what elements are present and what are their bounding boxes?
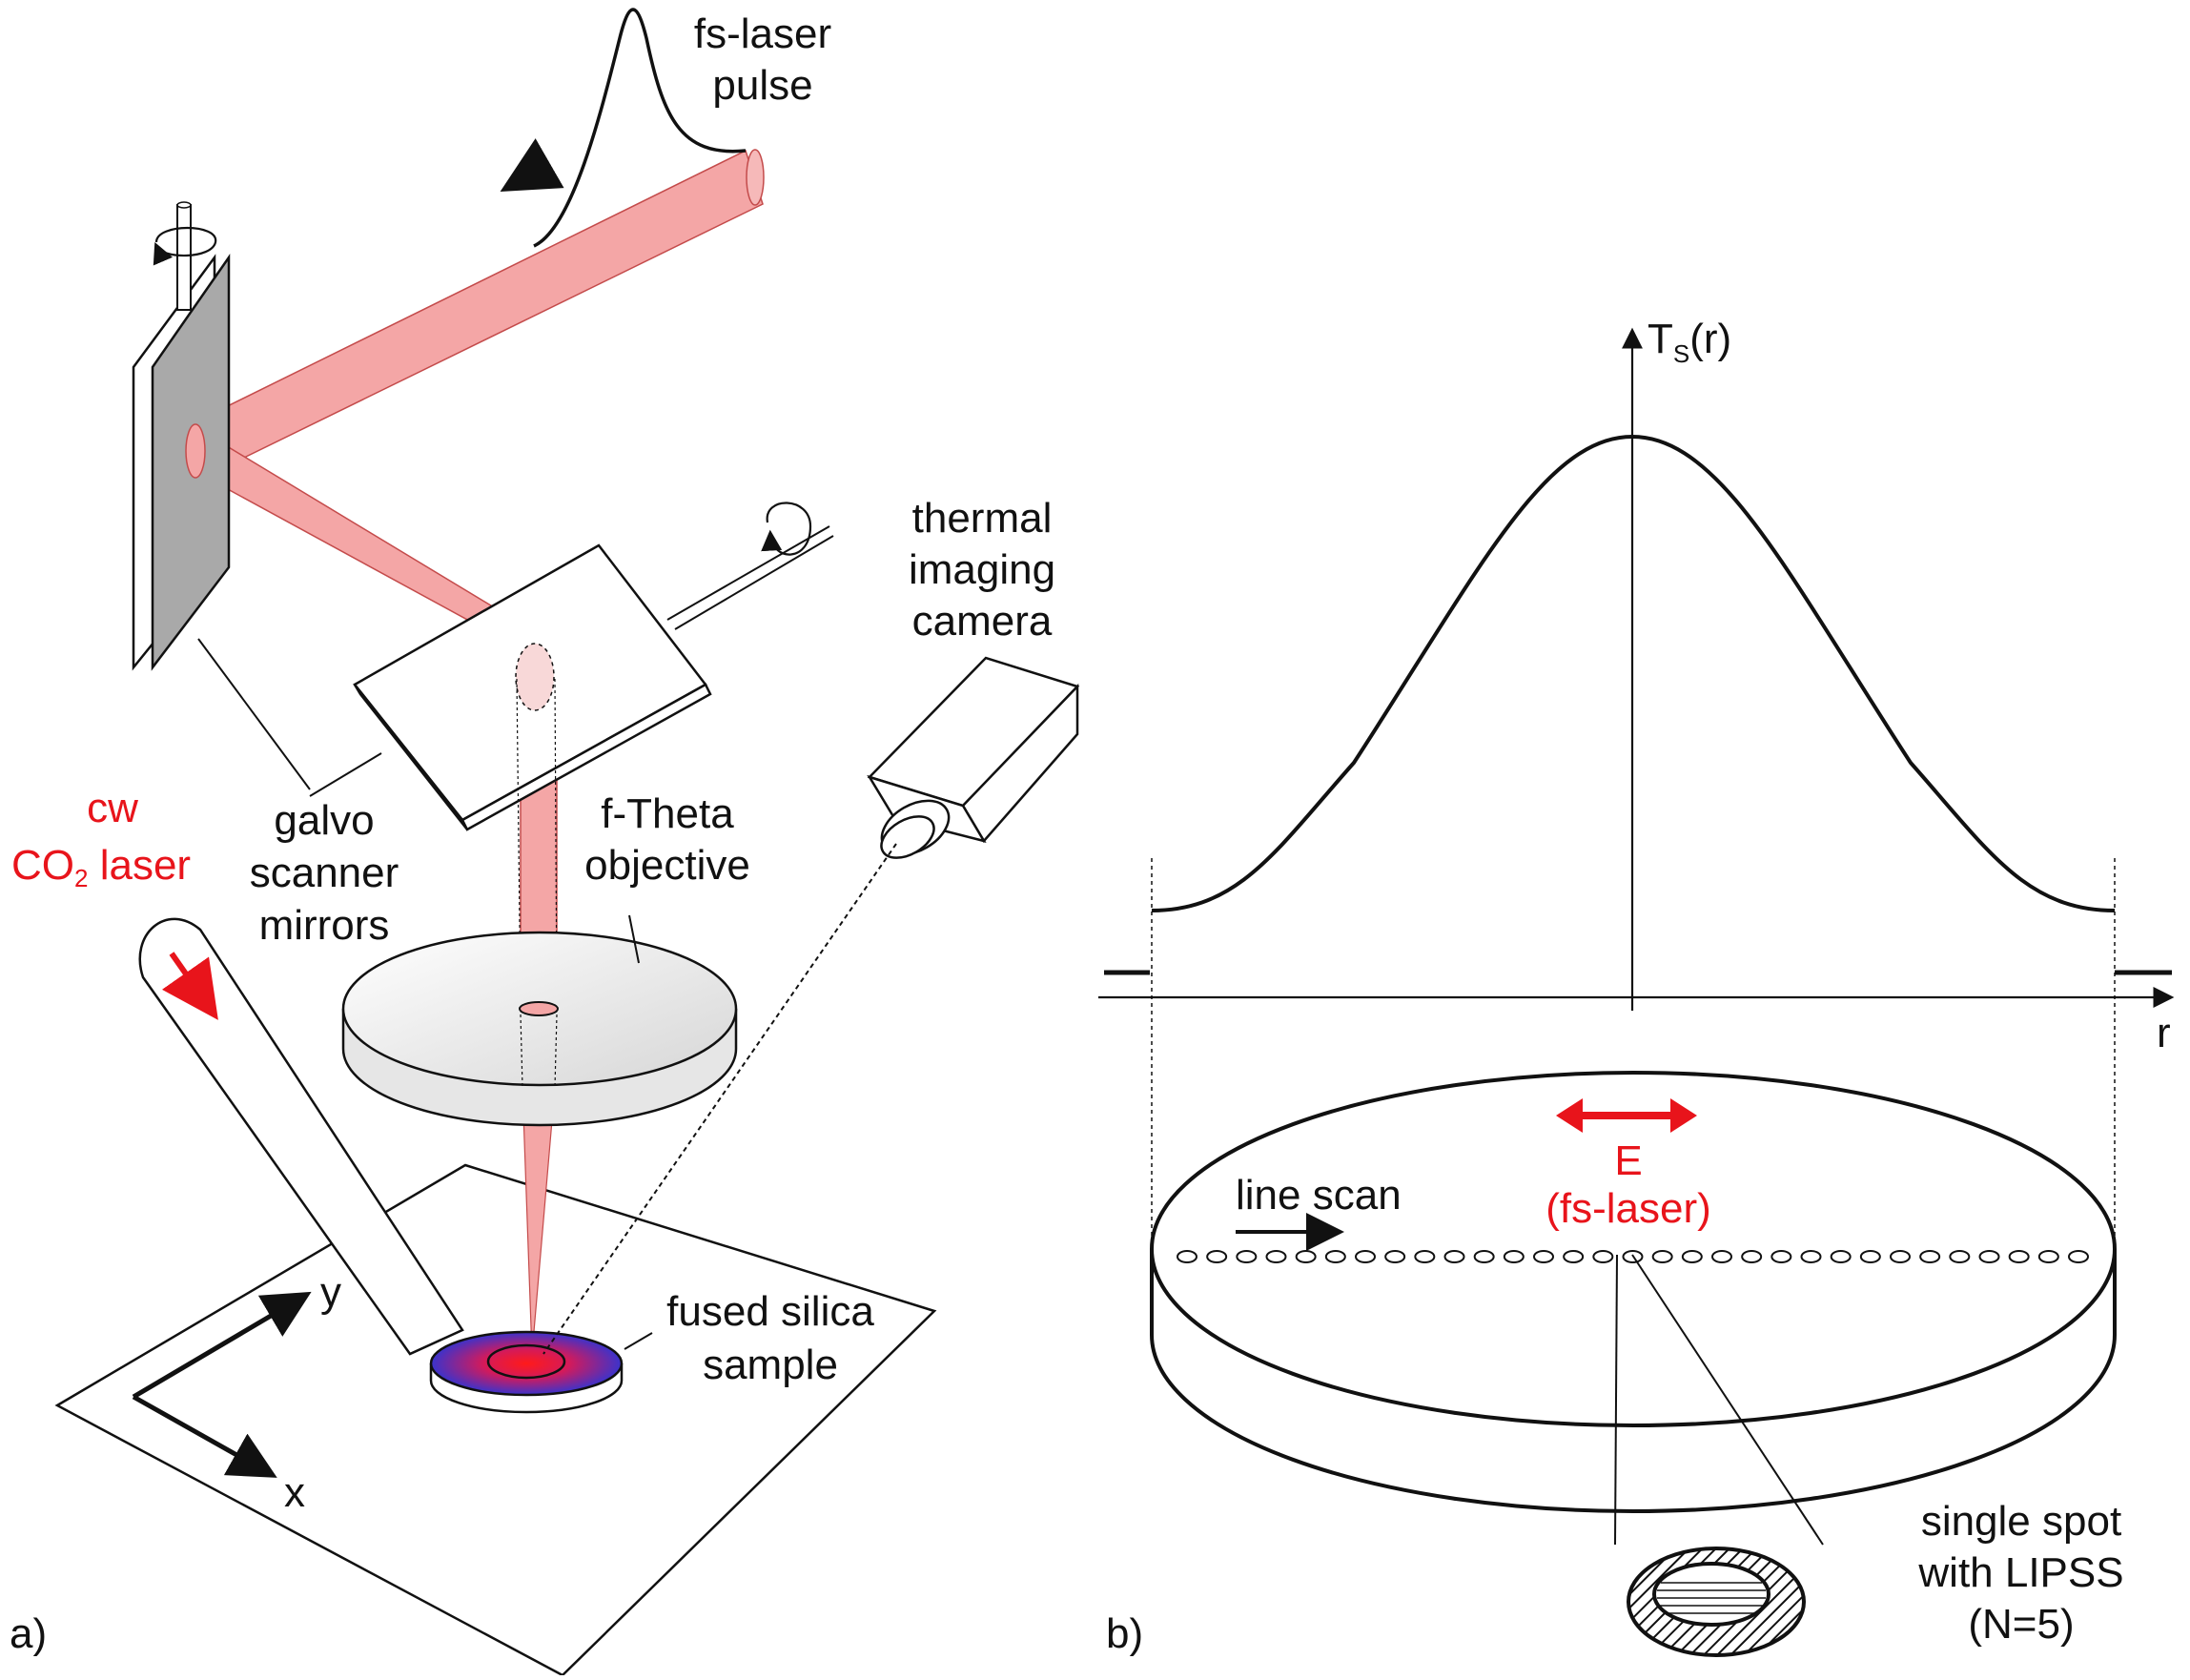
laser-spot bbox=[1681, 1250, 1703, 1263]
laser-spot bbox=[1414, 1250, 1436, 1263]
laser-spot bbox=[1533, 1250, 1554, 1263]
galvo-label-3: mirrors bbox=[259, 902, 390, 949]
laser-spot bbox=[1978, 1250, 2000, 1263]
axis-y-label: y bbox=[320, 1269, 341, 1316]
laser-spot bbox=[1741, 1250, 1763, 1263]
laser-spot bbox=[1770, 1250, 1792, 1263]
fs-pulse-waveform bbox=[533, 8, 747, 248]
panel-a: y x bbox=[10, 8, 1080, 1677]
ground-plane bbox=[54, 1163, 937, 1677]
laser-spot bbox=[1473, 1250, 1495, 1263]
camera-view-line bbox=[542, 843, 897, 1355]
panel-b: E (fs-laser) line scan TS(r) r single sp… bbox=[1098, 316, 2175, 1657]
fs-laser-beam-incoming bbox=[190, 149, 764, 479]
fused-silica-sample bbox=[429, 1330, 624, 1414]
e-field-label: E bbox=[1614, 1137, 1642, 1184]
galvo-label-2: scanner bbox=[250, 850, 399, 896]
camera-label-1: thermal bbox=[912, 495, 1053, 542]
galvo-label-1: galvo bbox=[274, 797, 374, 844]
galvo-mirror-1 bbox=[132, 201, 231, 671]
sample-label-2: sample bbox=[703, 1342, 838, 1388]
laser-spot bbox=[1859, 1250, 1881, 1263]
laser-spot bbox=[1830, 1250, 1852, 1263]
spot-label-3: (N=5) bbox=[1968, 1601, 2074, 1648]
xy-axes-icon bbox=[132, 1291, 312, 1478]
laser-spot bbox=[1592, 1250, 1614, 1263]
laser-spot bbox=[1236, 1250, 1258, 1263]
laser-spot bbox=[1563, 1250, 1585, 1263]
fs-pulse-label-2: pulse bbox=[712, 62, 812, 109]
thermal-imaging-camera bbox=[867, 656, 1080, 859]
co2-label-2: CO2 laser bbox=[11, 842, 191, 892]
y-axis-label: TS(r) bbox=[1648, 316, 1731, 368]
laser-spot bbox=[1503, 1250, 1525, 1263]
laser-spot bbox=[1711, 1250, 1732, 1263]
lipss-spot-magnified bbox=[1627, 1547, 1806, 1657]
ftheta-label-2: objective bbox=[584, 842, 750, 889]
laser-spot bbox=[1355, 1250, 1376, 1263]
x-axis-label: r bbox=[2157, 1010, 2171, 1056]
laser-spot bbox=[1651, 1250, 1673, 1263]
camera-label-2: imaging bbox=[909, 546, 1055, 593]
temperature-profile-curve bbox=[1151, 434, 2116, 912]
laser-spot bbox=[2037, 1250, 2059, 1263]
galvo-mirror-2 bbox=[353, 525, 834, 1007]
sample-disk bbox=[1150, 1071, 2117, 1513]
laser-spot bbox=[1384, 1250, 1406, 1263]
panel-a-label: a) bbox=[10, 1610, 47, 1657]
laser-spot bbox=[1265, 1250, 1287, 1263]
rotation-arrow-icon bbox=[153, 227, 217, 266]
laser-spot bbox=[1890, 1250, 1911, 1263]
laser-spot bbox=[1206, 1250, 1228, 1263]
co2-laser-tube bbox=[138, 917, 464, 1356]
polarization-arrow-icon bbox=[1556, 1098, 1697, 1133]
panel-b-label: b) bbox=[1106, 1610, 1143, 1657]
laser-spot bbox=[1177, 1250, 1197, 1263]
laser-spot bbox=[2068, 1250, 2089, 1263]
co2-label-1: cw bbox=[87, 785, 138, 831]
axis-x-label: x bbox=[284, 1469, 305, 1516]
laser-spot bbox=[1949, 1250, 1971, 1263]
rotation-arrow-icon bbox=[761, 502, 812, 556]
laser-spot bbox=[1443, 1250, 1465, 1263]
laser-spot bbox=[1295, 1250, 1317, 1263]
laser-spot bbox=[1324, 1250, 1346, 1263]
line-scan-label: line scan bbox=[1236, 1172, 1402, 1219]
spot-label-1: single spot bbox=[1921, 1498, 2121, 1545]
ftheta-label-1: f-Theta bbox=[601, 790, 734, 837]
sample-label-1: fused silica bbox=[666, 1288, 874, 1335]
spot-label-2: with LIPSS bbox=[1917, 1549, 2123, 1596]
laser-spot bbox=[1800, 1250, 1822, 1263]
fs-pulse-label-1: fs-laser bbox=[694, 10, 831, 57]
laser-spot bbox=[2008, 1250, 2030, 1263]
f-theta-objective-lens bbox=[341, 931, 738, 1127]
laser-spot bbox=[1919, 1250, 1941, 1263]
e-field-sublabel: (fs-laser) bbox=[1545, 1185, 1711, 1232]
camera-label-3: camera bbox=[912, 598, 1053, 645]
